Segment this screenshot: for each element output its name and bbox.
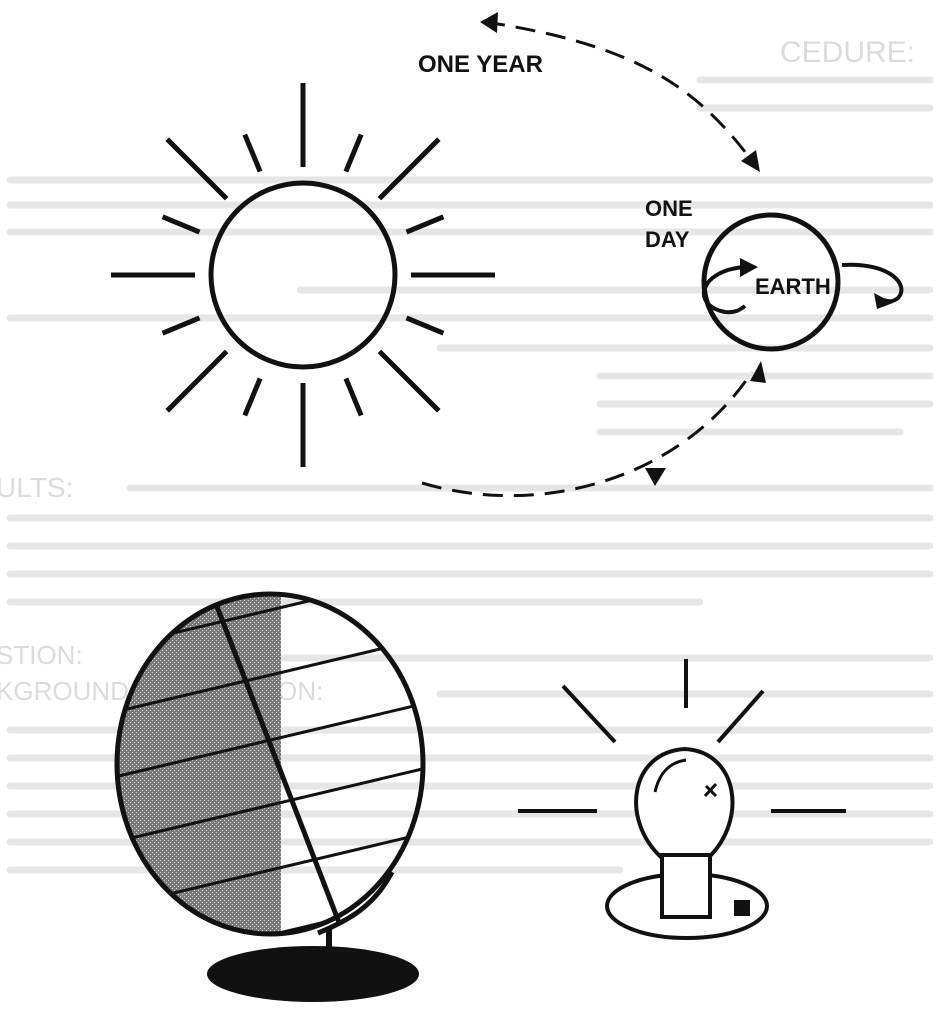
orbit-path [421, 12, 766, 498]
globe-night-side [117, 594, 281, 934]
bulb-glass [634, 746, 735, 860]
sun-ray [161, 315, 201, 336]
rotation-loop-left [702, 265, 747, 315]
earth-label: EARTH [755, 274, 831, 299]
orbit-arrowhead-upper-right [741, 150, 760, 172]
sun-ray [343, 133, 364, 173]
bulb-switch [734, 900, 750, 916]
rotation-arrowhead-right [874, 293, 893, 309]
globe-stand-base [207, 946, 419, 1002]
rotation-loop-right [841, 262, 904, 304]
sun-ray [377, 137, 441, 201]
sun-ray [377, 349, 441, 413]
one-day-label-line2: DAY [645, 227, 690, 252]
sun-ray [343, 377, 364, 417]
earth-icon [701, 212, 904, 352]
sun-ray [242, 133, 263, 173]
bleed-question-heading: STION: [0, 640, 83, 670]
bleed-procedure-heading: CEDURE: [780, 36, 915, 69]
bulb-highlight [653, 758, 687, 793]
sun-icon [111, 83, 495, 467]
orbit-arrowhead-bottom [645, 468, 666, 486]
sun-disc [208, 180, 398, 370]
sun-rays [111, 83, 495, 467]
sun-ray [405, 315, 445, 336]
sun-ray [161, 214, 201, 235]
bleed-results-heading: ULTS: [0, 472, 73, 503]
bulb-rays [518, 659, 846, 813]
bulb-socket [660, 853, 712, 919]
orbit-arrowhead-lower-right [750, 361, 766, 383]
one-day-label-line1: ONE [645, 196, 693, 221]
globe-axis [213, 603, 343, 926]
sun-ray [165, 137, 229, 201]
sun-ray [165, 349, 229, 413]
one-year-label: ONE YEAR [418, 51, 543, 78]
sun-ray [242, 377, 263, 417]
sun-ray [405, 214, 445, 235]
globe-icon [114, 591, 426, 1002]
light-bulb-icon [518, 659, 846, 940]
rotation-arrowhead-left [740, 258, 758, 277]
orbit-arrowhead-top [480, 12, 498, 33]
